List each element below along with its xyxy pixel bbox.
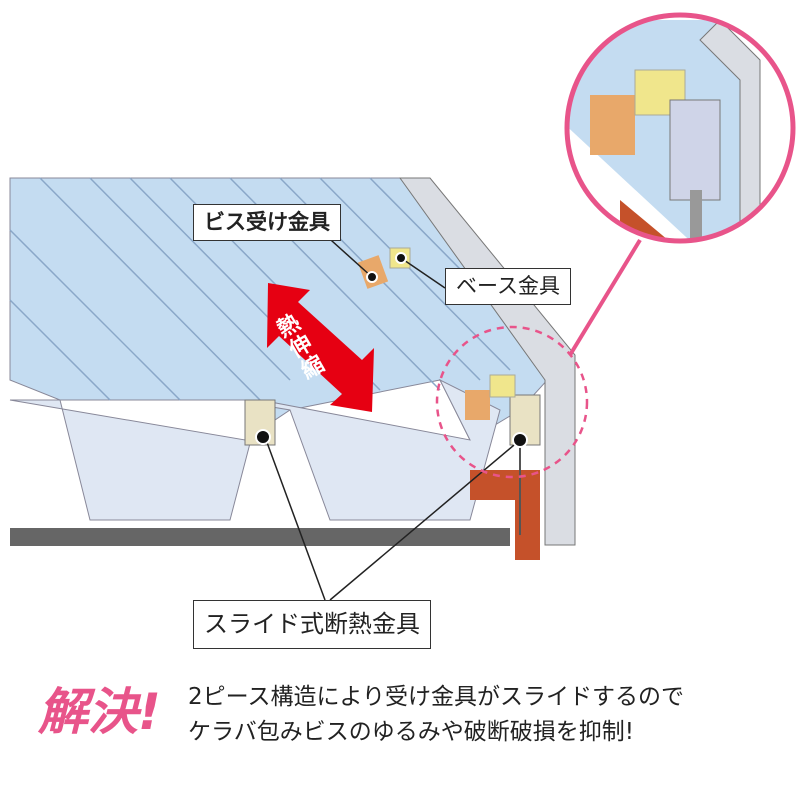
label-screw-bracket: ビス受け金具 [193, 204, 341, 242]
detail-magnified-view [567, 15, 793, 241]
gable-cover [399, 177, 576, 546]
solution-line-2: ケラバ包みビスのゆるみや破断破損を抑制! [188, 719, 634, 745]
thermal-expansion-arrow [267, 283, 374, 412]
label-slide-bracket: スライド式断熱金具 [193, 600, 431, 650]
purlin-beam [10, 528, 510, 546]
solution-title: 解決! [38, 683, 161, 741]
label-base-bracket: ベース金具 [445, 268, 571, 306]
panel-profile [9, 378, 501, 521]
detail-zoom-circle [435, 325, 589, 479]
solution-description: 2ピース構造により受け金具がスライドするので ケラバ包みビスのゆるみや破断破損を… [188, 680, 684, 750]
solution-line-1: 2ピース構造により受け金具がスライドするので [188, 684, 685, 710]
steel-channel [470, 470, 540, 560]
